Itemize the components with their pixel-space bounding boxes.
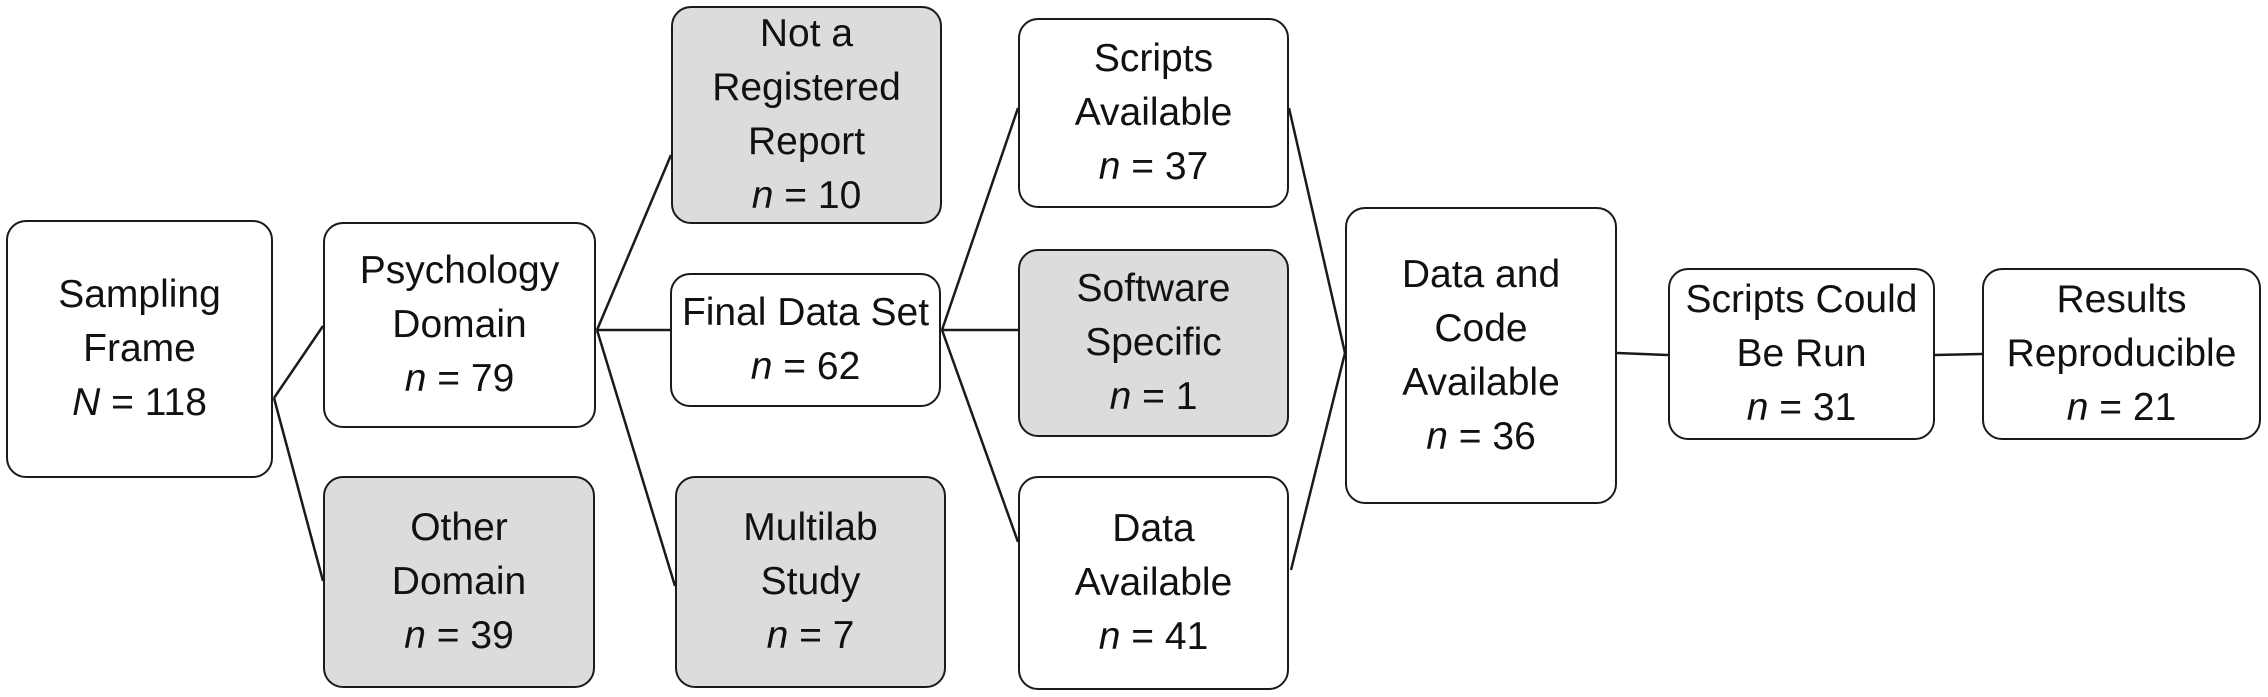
node-label-line: Study	[760, 560, 861, 603]
node-label-line: Not a	[759, 12, 854, 55]
link-datacode-scriptsrun	[1616, 351, 1669, 357]
node-not-registered-report: Not a Registered Report n = 10	[671, 6, 942, 224]
node-count: n = 21	[2066, 386, 2177, 429]
node-final-data-set: Final Data Set n = 62	[670, 273, 941, 407]
node-label-line: Reproducible	[2006, 332, 2237, 375]
link-data-datacode	[1289, 352, 1347, 571]
link-sampling-psychology	[272, 325, 325, 399]
node-count: N = 118	[72, 381, 207, 424]
node-label-line: Domain	[391, 560, 527, 603]
link-scriptsrun-reproducible	[1934, 352, 1983, 357]
node-count: n = 10	[751, 174, 862, 217]
node-data-and-code-available: Data and Code Available n = 36	[1345, 207, 1617, 504]
node-scripts-could-be-run: Scripts Could Be Run n = 31	[1668, 268, 1935, 440]
node-software-specific: Software Specific n = 1	[1018, 249, 1289, 437]
node-label-line: Sampling	[58, 273, 221, 316]
link-sampling-other	[272, 397, 325, 582]
node-label-line: Report	[747, 120, 866, 163]
node-label-line: Final Data Set	[681, 291, 930, 334]
node-data-available: Data Available n = 41	[1018, 476, 1289, 690]
node-count: n = 62	[750, 345, 861, 388]
node-label-line: Available	[1074, 561, 1233, 604]
node-label-line: Psychology	[359, 249, 560, 292]
node-psychology-domain: Psychology Domain n = 79	[323, 222, 596, 428]
node-results-reproducible: Results Reproducible n = 21	[1982, 268, 2261, 440]
link-psychology-multilab	[595, 329, 677, 587]
node-label-line: Available	[1074, 91, 1233, 134]
node-other-domain: Other Domain n = 39	[323, 476, 595, 688]
link-final-data	[940, 329, 1020, 543]
node-label-line: Available	[1402, 360, 1560, 404]
link-final-scripts	[940, 107, 1020, 331]
node-label-line: Domain	[392, 303, 527, 346]
node-count: n = 1	[1109, 375, 1198, 418]
node-label-line: Code	[1434, 306, 1528, 350]
node-count: n = 39	[404, 614, 514, 657]
node-label-line: Specific	[1085, 321, 1222, 364]
node-count: n = 36	[1426, 414, 1536, 458]
node-multilab-study: Multilab Study n = 7	[675, 476, 946, 688]
link-scripts-datacode	[1287, 107, 1347, 354]
node-count: n = 37	[1098, 145, 1209, 188]
node-label-line: Other	[410, 506, 508, 549]
node-label-line: Scripts	[1093, 37, 1214, 80]
node-count: n = 79	[404, 357, 515, 400]
node-label-line: Data and	[1401, 252, 1561, 296]
node-label-line: Data	[1112, 507, 1195, 550]
node-count: n = 31	[1746, 386, 1857, 429]
node-label-line: Registered	[712, 66, 901, 109]
link-psychology-notregistered	[595, 154, 673, 331]
node-label-line: Multilab	[743, 506, 878, 549]
node-count: n = 41	[1098, 615, 1209, 658]
node-label-line: Results	[2056, 278, 2187, 321]
node-sampling-frame: Sampling Frame N = 118	[6, 220, 273, 478]
node-scripts-available: Scripts Available n = 37	[1018, 18, 1289, 208]
node-label-line: Software	[1076, 267, 1231, 310]
node-count: n = 7	[766, 614, 855, 657]
node-label-line: Be Run	[1736, 332, 1867, 375]
node-label-line: Scripts Could	[1685, 278, 1918, 321]
node-label-line: Frame	[83, 327, 196, 370]
